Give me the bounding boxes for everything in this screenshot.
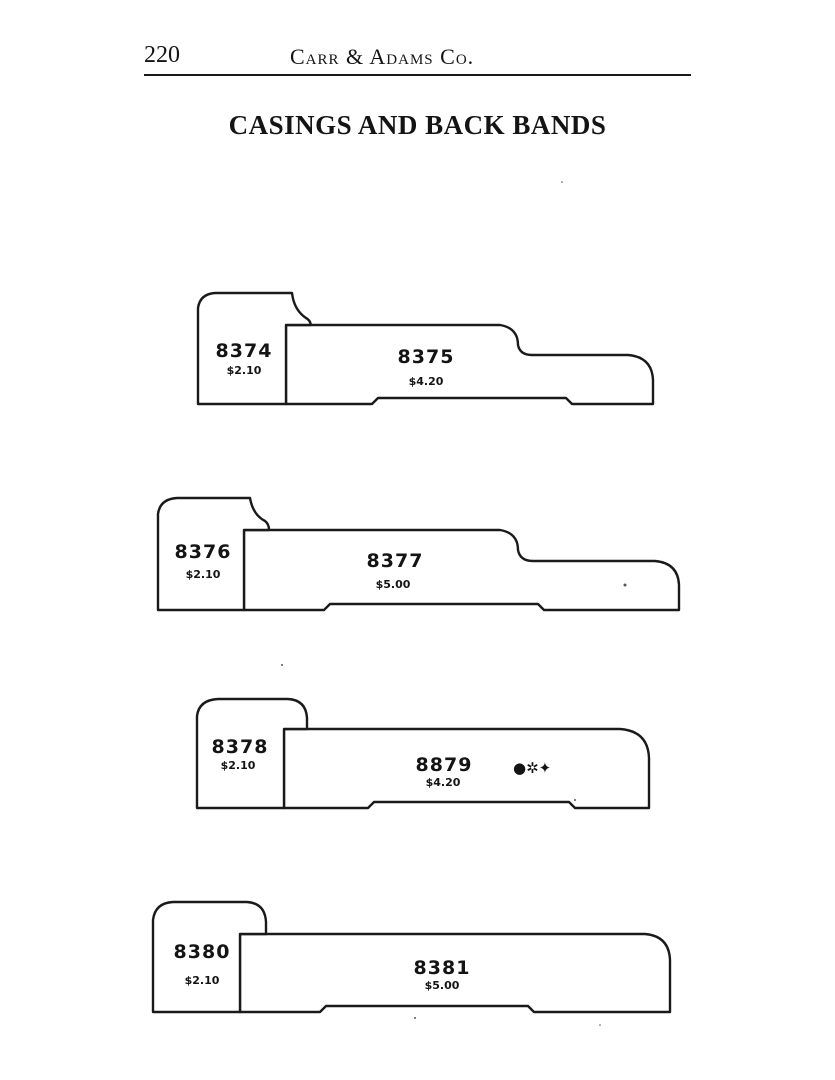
print-speck: [599, 1024, 601, 1026]
print-speck: [414, 1017, 416, 1019]
back-band-profile-8378: [195, 697, 309, 810]
page-number: 220: [144, 42, 180, 68]
back-band-price: $2.10: [227, 364, 262, 377]
moulding-row-2: 8376 $2.10 8377 $5.00: [156, 496, 681, 612]
printer-ornament: ●✲✦: [513, 759, 551, 777]
casing-profile-8375: [284, 323, 655, 406]
casing-price: $5.00: [376, 578, 411, 591]
back-band-number: 8380: [174, 941, 231, 963]
running-head: Carr & Adams Co.: [290, 44, 475, 69]
back-band-price: $2.10: [221, 759, 256, 772]
casing-number: 8381: [414, 957, 471, 979]
casing-number: 8375: [398, 346, 455, 368]
back-band-price: $2.10: [186, 568, 221, 581]
page-header: 220 Carr & Adams Co.: [144, 40, 691, 76]
back-band-profile-8374: [196, 291, 313, 406]
page-title: CASINGS AND BACK BANDS: [228, 110, 607, 140]
casing-price: $5.00: [425, 979, 460, 992]
casing-number: 8879: [416, 754, 473, 776]
print-specks: [281, 181, 601, 1026]
print-speck: [281, 664, 283, 666]
print-speck: [561, 181, 563, 183]
back-band-number: 8374: [216, 340, 273, 362]
moulding-row-3: 8378 $2.10 8879 $4.20 ●✲✦: [195, 697, 651, 810]
back-band-number: 8378: [212, 736, 269, 758]
back-band-price: $2.10: [185, 974, 220, 987]
casing-price: $4.20: [409, 375, 444, 388]
back-band-profile-8380: [151, 900, 268, 1014]
casing-number: 8377: [367, 550, 424, 572]
moulding-row-4: 8380 $2.10 8381 $5.00: [151, 900, 672, 1014]
back-band-profile-8376: [156, 496, 271, 612]
casing-profile-8377: [242, 528, 681, 612]
print-speck: [574, 799, 576, 801]
casing-price: $4.20: [426, 776, 461, 789]
back-band-number: 8376: [175, 541, 232, 563]
casing-profile-8879: [282, 727, 651, 810]
moulding-row-1: 8374 $2.10 8375 $4.20: [196, 291, 655, 406]
casing-profile-8381: [238, 932, 672, 1014]
print-speck: [623, 583, 627, 587]
